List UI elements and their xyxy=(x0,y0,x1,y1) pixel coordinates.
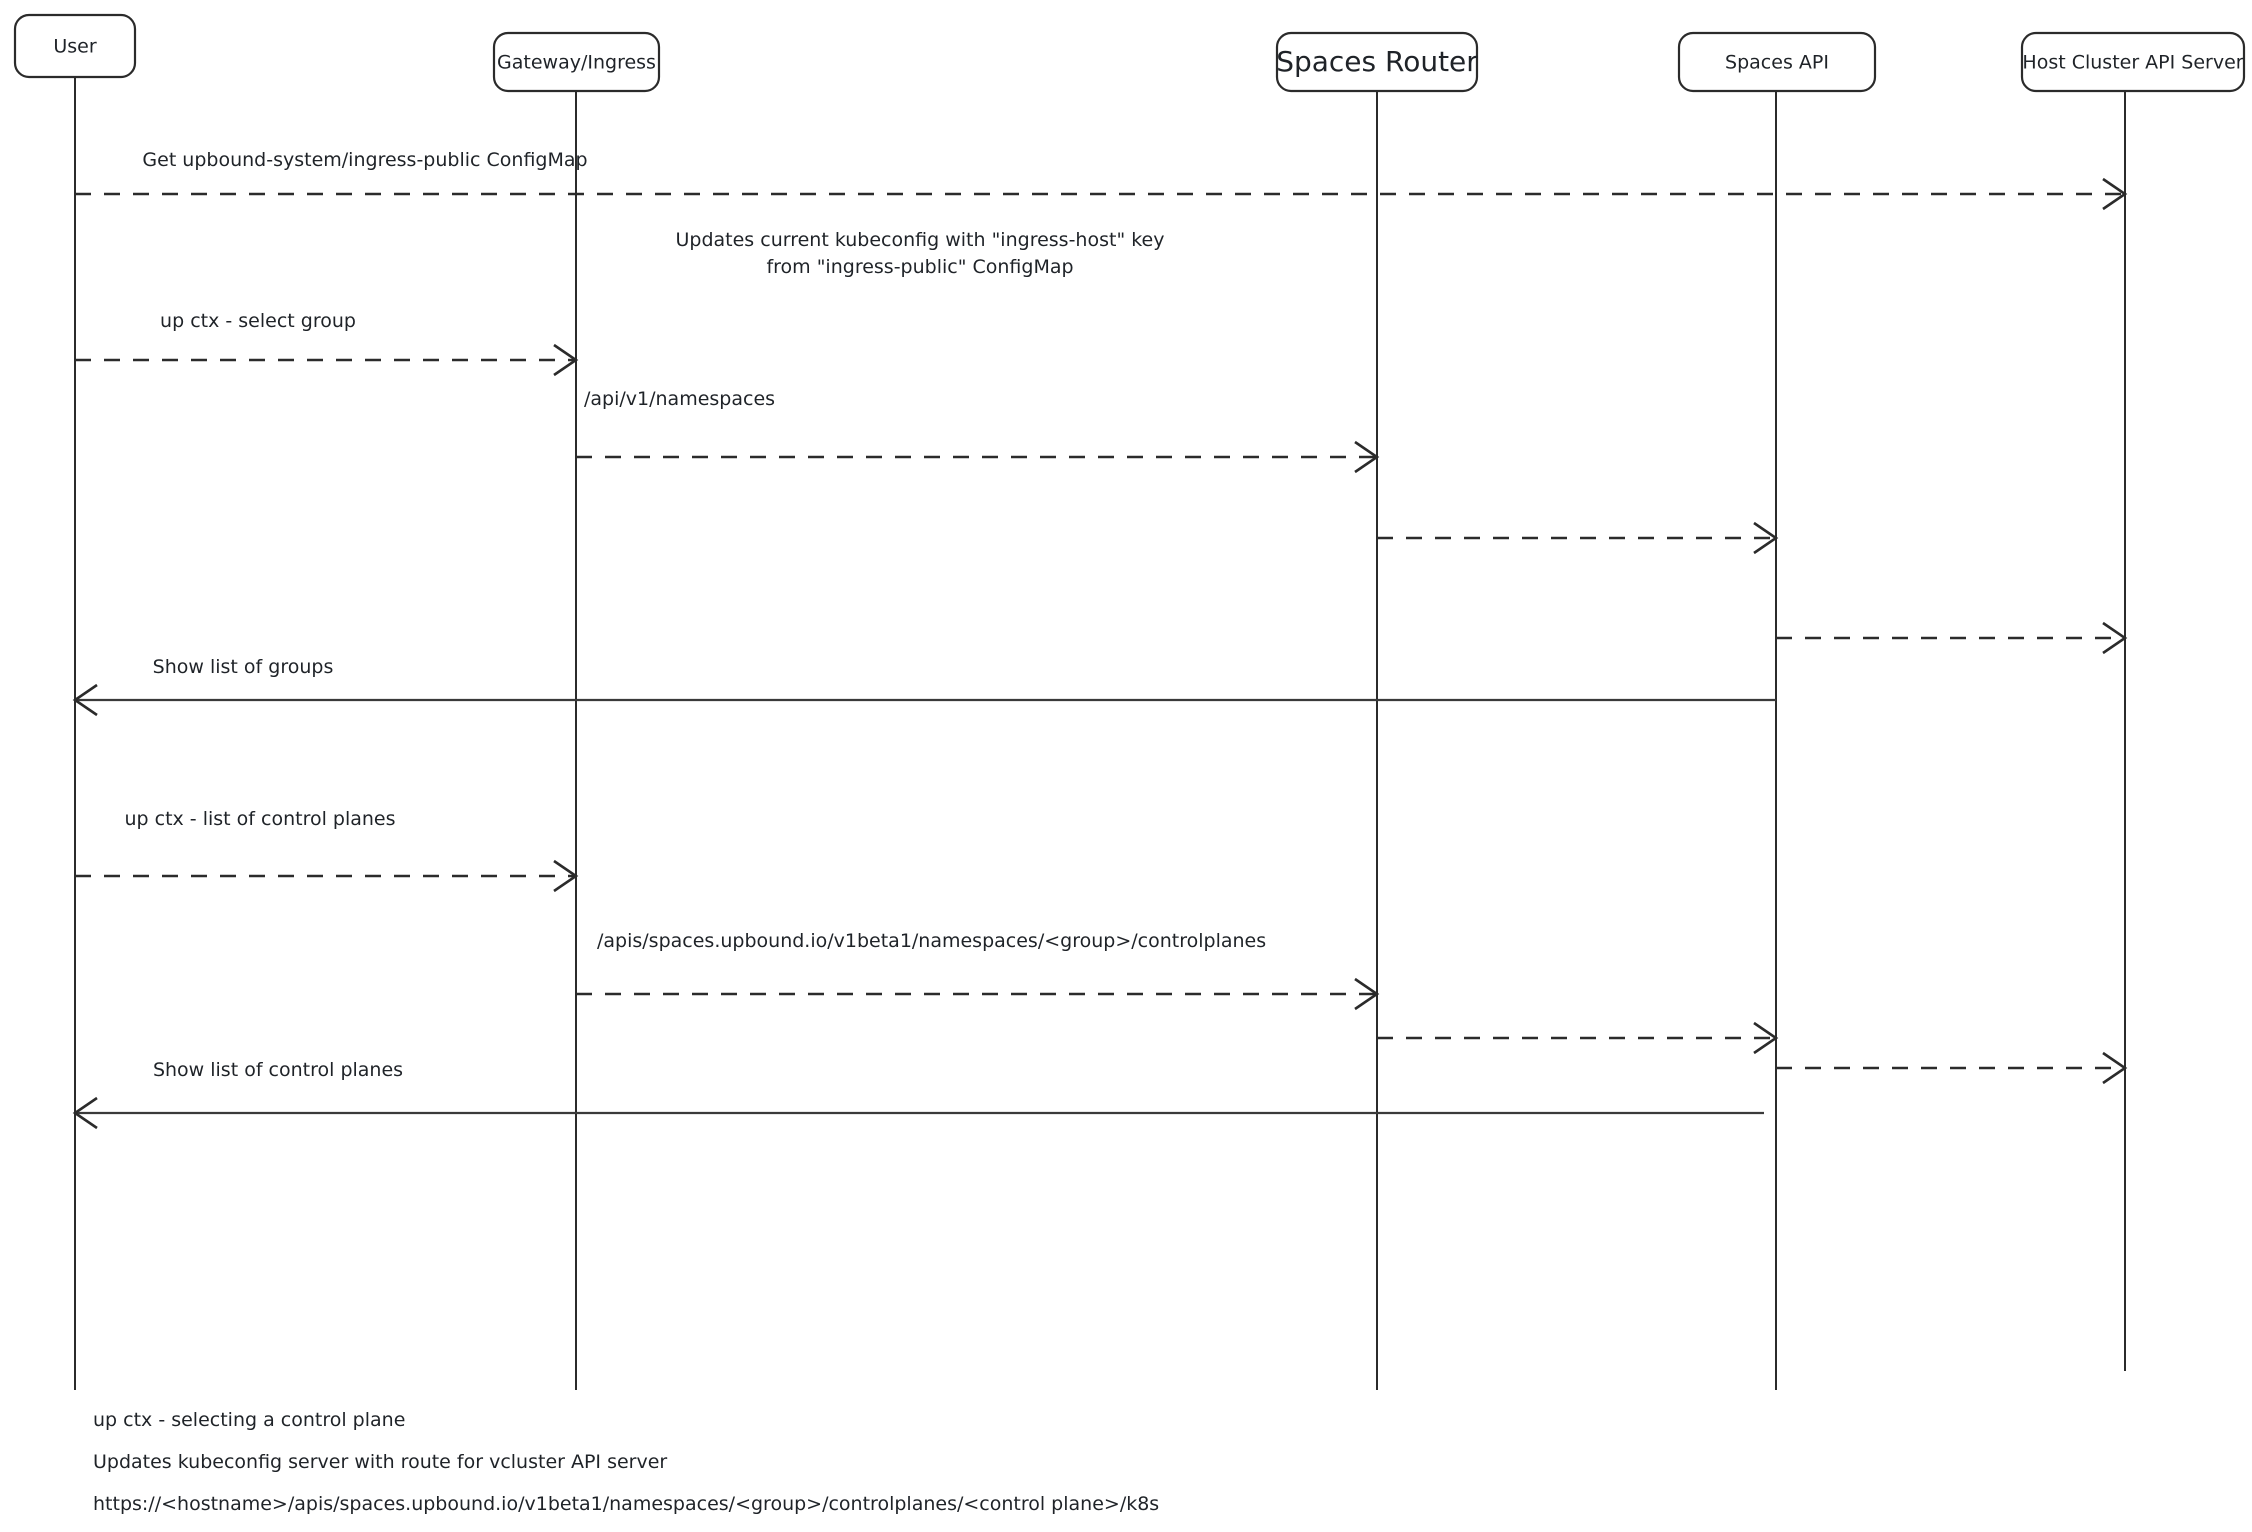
participant-host[interactable]: Host Cluster API Server xyxy=(2020,31,2246,93)
arrowhead-m4 xyxy=(1354,440,1380,474)
notes-layer: up ctx - selecting a control planeUpdate… xyxy=(93,1409,1159,1515)
participant-label-gateway: Gateway/Ingress xyxy=(497,52,656,74)
arrowhead-m7 xyxy=(72,683,98,717)
arrowhead-m3 xyxy=(553,343,579,377)
message-label-m4: /api/v1/namespaces xyxy=(584,388,775,410)
message-m6 xyxy=(1776,621,2128,655)
lifelines-layer xyxy=(74,77,2126,1390)
message-m2: Updates current kubeconfig with "ingress… xyxy=(676,229,1165,278)
message-label-m2-line2: from "ingress-public" ConfigMap xyxy=(766,256,1073,278)
participant-api[interactable]: Spaces API xyxy=(1677,31,1877,93)
participant-label-user: User xyxy=(53,36,96,58)
participant-box-user xyxy=(13,13,137,79)
note-n3: https://<hostname>/apis/spaces.upbound.i… xyxy=(93,1493,1159,1515)
note-n1: up ctx - selecting a control plane xyxy=(93,1409,405,1431)
note-n2: Updates kubeconfig server with route for… xyxy=(93,1451,667,1473)
message-label-m3: up ctx - select group xyxy=(160,310,356,332)
participant-user[interactable]: User xyxy=(13,13,137,79)
arrowhead-m6 xyxy=(2102,621,2128,655)
participant-label-api: Spaces API xyxy=(1725,52,1829,74)
message-m4: /api/v1/namespaces xyxy=(576,388,1380,474)
message-m1: Get upbound-system/ingress-public Config… xyxy=(75,149,2128,211)
arrowhead-m8 xyxy=(553,859,579,893)
message-m5 xyxy=(1377,521,1779,555)
message-label-m2: Updates current kubeconfig with "ingress… xyxy=(676,229,1165,251)
participant-box-router xyxy=(1275,31,1479,93)
participant-router[interactable]: Spaces Router xyxy=(1275,31,1479,93)
message-label-m1: Get upbound-system/ingress-public Config… xyxy=(142,149,587,171)
arrowhead-m5 xyxy=(1753,521,1779,555)
message-m3: up ctx - select group xyxy=(75,310,579,377)
messages-layer: Get upbound-system/ingress-public Config… xyxy=(72,149,2128,1130)
message-m10 xyxy=(1377,1021,1779,1055)
message-label-m12: Show list of control planes xyxy=(153,1059,403,1081)
arrowhead-m10 xyxy=(1753,1021,1779,1055)
message-m7: Show list of groups xyxy=(72,656,1776,717)
arrowhead-m11 xyxy=(2102,1051,2128,1085)
participant-box-gateway xyxy=(492,31,661,93)
message-m9: /apis/spaces.upbound.io/v1beta1/namespac… xyxy=(576,930,1380,1011)
participant-box-api xyxy=(1677,31,1877,93)
message-m12: Show list of control planes xyxy=(72,1059,1764,1130)
participant-box-host xyxy=(2020,31,2246,93)
participant-label-router: Spaces Router xyxy=(1276,45,1478,78)
arrowhead-m1 xyxy=(2102,177,2128,211)
message-label-m8: up ctx - list of control planes xyxy=(124,808,395,830)
participant-gateway[interactable]: Gateway/Ingress xyxy=(492,31,661,93)
arrowhead-m12 xyxy=(72,1096,98,1130)
message-m8: up ctx - list of control planes xyxy=(75,808,579,893)
message-label-m9: /apis/spaces.upbound.io/v1beta1/namespac… xyxy=(597,930,1266,952)
message-label-m7: Show list of groups xyxy=(153,656,334,678)
participant-label-host: Host Cluster API Server xyxy=(2022,52,2243,74)
arrowhead-m9 xyxy=(1354,977,1380,1011)
message-m11 xyxy=(1776,1051,2128,1085)
